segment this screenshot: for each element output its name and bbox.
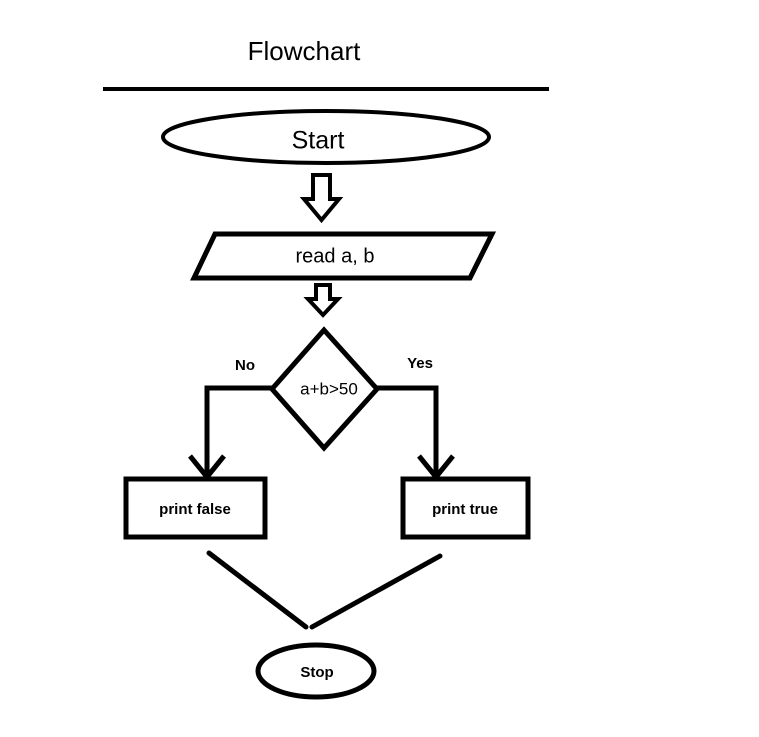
node-read-label: read a, b [296,245,375,267]
edge-yes-path [377,385,439,476]
node-stop-shape[interactable] [255,642,377,700]
arrow-start-to-read [299,173,344,224]
node-start-label: Start [292,127,345,155]
node-stop-label: Stop [300,664,333,681]
edge-yes-label: Yes [407,355,433,372]
node-read-shape[interactable] [190,231,497,281]
node-start-shape[interactable] [161,109,491,165]
page-title: Flowchart [248,36,361,66]
edge-print-false-to-stop [206,550,309,630]
edge-print-true-to-stop [309,553,443,630]
node-print-false-shape[interactable] [123,476,268,540]
edge-no-path [204,385,272,476]
node-print-false-label: print false [159,501,231,518]
node-print-true-label: print true [432,501,498,518]
edge-no-label: No [235,357,255,374]
node-print-true-shape[interactable] [400,476,531,540]
node-decision-label: a+b>50 [300,379,358,398]
arrow-read-to-decision [303,283,343,318]
node-decision-shape[interactable] [268,326,381,452]
